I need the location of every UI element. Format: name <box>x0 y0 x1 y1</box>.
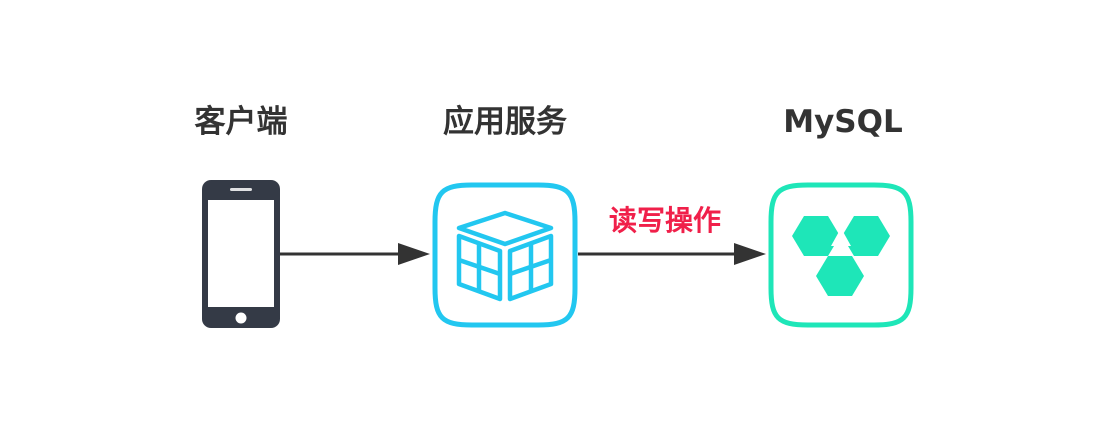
smartphone-icon <box>202 180 280 328</box>
hexagon-cluster-icon <box>768 182 914 328</box>
cube-icon <box>432 182 578 328</box>
edge-label-read-write: 读写操作 <box>608 204 722 237</box>
client-label: 客户端 <box>194 104 288 140</box>
mysql-label: MySQL <box>783 104 903 140</box>
arrow-service-to-mysql <box>578 243 766 265</box>
arrow-client-to-service <box>280 243 430 265</box>
service-label: 应用服务 <box>443 104 567 140</box>
